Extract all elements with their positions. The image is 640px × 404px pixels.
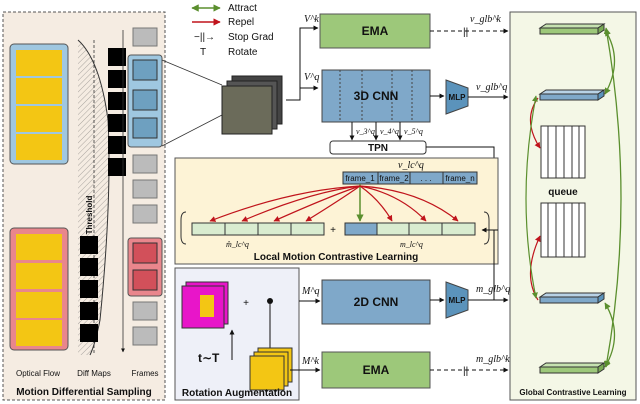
stop-grad-marker-bottom: || bbox=[463, 366, 468, 377]
legend-rotate-label: Rotate bbox=[228, 47, 258, 58]
mglb-k-embedding bbox=[538, 362, 606, 374]
frames-label: Frames bbox=[131, 369, 158, 378]
rotation-augmentation-panel: + t∼T Rotation Augmentation bbox=[174, 267, 300, 401]
local-plus: + bbox=[330, 225, 336, 236]
t-sim-t-label: t∼T bbox=[198, 351, 220, 365]
rotation-node bbox=[267, 298, 273, 304]
threshold-label: Threshold bbox=[85, 196, 94, 235]
legend-repel-label: Repel bbox=[228, 17, 254, 28]
vq-label: V^q bbox=[304, 72, 319, 83]
legend-rotate-symbol: T bbox=[200, 47, 206, 58]
mk-label: M^k bbox=[301, 356, 320, 367]
diff-maps bbox=[80, 48, 126, 342]
motion-differential-sampling-title: Motion Differential Sampling bbox=[16, 387, 152, 398]
queue-label: queue bbox=[548, 187, 578, 198]
frame-2-label: frame_2 bbox=[379, 174, 409, 183]
ema-bottom-label: EMA bbox=[363, 363, 390, 377]
optical-flow-label: Optical Flow bbox=[16, 369, 60, 378]
vglb-k-embedding bbox=[538, 23, 606, 35]
frames-column bbox=[127, 27, 163, 346]
vk-label: V^k bbox=[304, 14, 319, 25]
rotation-augmentation-title: Rotation Augmentation bbox=[182, 388, 292, 399]
frame-1-label: frame_1 bbox=[345, 174, 375, 183]
3d-cnn-label: 3D CNN bbox=[354, 89, 399, 103]
global-contrastive-panel: queue Global Contrastive Learning bbox=[509, 11, 637, 401]
2d-cnn-label: 2D CNN bbox=[354, 295, 399, 309]
mlp-block-top bbox=[445, 79, 469, 115]
2d-cnn-block bbox=[321, 279, 431, 325]
mglb-k-label: m_glb^k bbox=[476, 354, 510, 365]
vglb-k-label: v_glb^k bbox=[470, 14, 501, 25]
frame-n-label: frame_n bbox=[445, 174, 474, 183]
legend-attract-label: Attract bbox=[228, 3, 257, 14]
mglb-q-embedding bbox=[538, 292, 606, 304]
queue-bottom bbox=[540, 202, 586, 258]
ema-top-label: EMA bbox=[362, 24, 389, 38]
v4-label: v_4^q bbox=[380, 127, 399, 136]
mglb-q-label: m_glb^q bbox=[476, 284, 510, 295]
mlp-top-label: MLP bbox=[449, 93, 467, 102]
vglb-q-label: v_glb^q bbox=[476, 82, 507, 93]
mlp-bottom-label: MLP bbox=[449, 296, 467, 305]
legend-stop-grad-symbol: −||→ bbox=[194, 32, 215, 43]
m-lc-label: m_lc^q bbox=[400, 240, 423, 249]
legend-stop-grad-label: Stop Grad bbox=[228, 32, 274, 43]
tpn-label: TPN bbox=[368, 143, 388, 154]
m-hat-lc-label: m̂_lc^q bbox=[226, 240, 249, 249]
mq-label: M^q bbox=[301, 286, 320, 297]
diff-maps-label: Diff Maps bbox=[77, 369, 111, 378]
v3-label: v_3^q bbox=[356, 127, 375, 136]
vlc-label: v_lc^q bbox=[398, 160, 424, 171]
queue-top bbox=[540, 125, 586, 179]
legend: Attract Repel −||→ Stop Grad T Rotate bbox=[191, 3, 274, 58]
frame-dots-label: . . . bbox=[420, 174, 431, 183]
motion-differential-sampling-panel: Threshold bbox=[2, 11, 166, 401]
ema-block-top bbox=[319, 13, 431, 49]
global-contrastive-title: Global Contrastive Learning bbox=[519, 388, 626, 397]
stop-grad-marker-top: || bbox=[463, 27, 468, 38]
local-motion-contrastive-title: Local Motion Contrastive Learning bbox=[254, 252, 418, 263]
video-clip-stack bbox=[221, 75, 283, 135]
rotation-plus: + bbox=[243, 298, 249, 309]
local-motion-contrastive-panel: v_lc^q frame_1 frame_2 . . . frame_n + m… bbox=[174, 157, 499, 265]
mlp-block-bottom bbox=[445, 281, 469, 319]
vglb-q-embedding bbox=[538, 89, 606, 101]
v5-label: v_5^q bbox=[404, 127, 423, 136]
